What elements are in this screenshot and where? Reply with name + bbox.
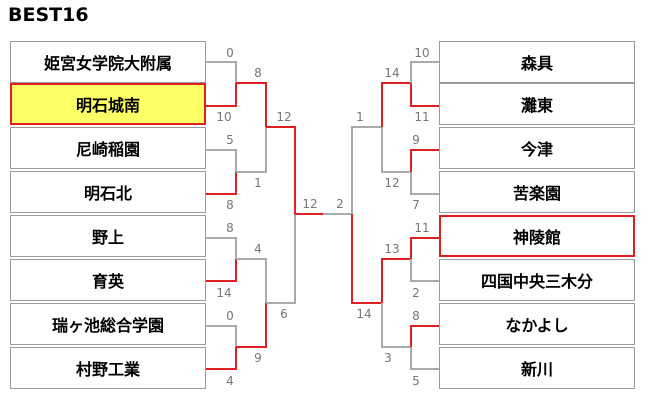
team-name: 森具 [520, 54, 553, 73]
score-label: 0 [226, 46, 234, 60]
score-label: 12 [384, 176, 400, 190]
score-label: 3 [384, 351, 392, 365]
team-left-4[interactable]: 明石北 [10, 171, 206, 213]
score-label: 10 [414, 46, 430, 60]
score-label: 14 [216, 286, 232, 300]
team-right-3[interactable]: 今津 [439, 127, 635, 169]
team-right-7[interactable]: なかよし [439, 303, 635, 345]
team-right-1[interactable]: 森具 [439, 41, 635, 83]
team-name: 明石北 [83, 184, 132, 203]
score-label: 14 [384, 66, 400, 80]
score-label: 9 [412, 133, 420, 147]
team-name: 苦楽園 [512, 184, 561, 203]
team-name: 野上 [91, 228, 124, 247]
team-right-8[interactable]: 新川 [439, 347, 635, 389]
team-name: 今津 [520, 140, 553, 159]
team-right-2[interactable]: 灘東 [439, 83, 635, 125]
score-label: 4 [254, 242, 262, 256]
team-left-8[interactable]: 村野工業 [10, 347, 206, 389]
score-label: 5 [412, 374, 420, 388]
team-left-5[interactable]: 野上 [10, 215, 206, 257]
score-label: 8 [226, 221, 234, 235]
team-name: 姫宮女学院大附属 [43, 54, 172, 73]
score-label: 10 [216, 110, 232, 124]
team-name: なかよし [505, 316, 569, 335]
final-score-right: 2 [336, 197, 344, 211]
team-name: 村野工業 [75, 360, 140, 379]
team-left-1[interactable]: 姫宮女学院大附属 [10, 41, 206, 83]
team-name: 明石城南 [75, 96, 140, 115]
team-left-7[interactable]: 瑞ヶ池総合学園 [10, 303, 206, 345]
team-name: 四国中央三木分 [480, 272, 593, 291]
score-label: 5 [226, 133, 234, 147]
score-label: 8 [226, 198, 234, 212]
score-label: 2 [412, 286, 420, 300]
team-right-4[interactable]: 苦楽園 [439, 171, 635, 213]
score-label: 14 [356, 307, 372, 321]
score-label: 6 [280, 307, 288, 321]
team-name: 灘東 [520, 96, 553, 115]
score-label: 1 [356, 110, 364, 124]
score-label: 12 [276, 110, 292, 124]
score-label: 1 [254, 176, 262, 190]
score-label: 13 [384, 242, 400, 256]
team-name: 新川 [520, 360, 553, 379]
team-name: 神陵館 [512, 228, 561, 247]
score-label: 9 [254, 351, 262, 365]
score-label: 8 [254, 66, 262, 80]
team-left-6[interactable]: 育英 [10, 259, 206, 301]
score-label: 0 [226, 309, 234, 323]
team-name: 瑞ヶ池総合学園 [51, 316, 164, 335]
final-score-left: 12 [302, 197, 318, 211]
score-label: 7 [412, 198, 420, 212]
score-label: 11 [414, 221, 430, 235]
page-title: BEST16 [8, 4, 89, 26]
team-right-6[interactable]: 四国中央三木分 [439, 259, 635, 301]
team-right-5[interactable]: 神陵館 [439, 215, 635, 257]
score-label: 8 [412, 309, 420, 323]
score-label: 11 [414, 110, 430, 124]
score-label: 4 [226, 374, 234, 388]
team-name: 尼崎稲園 [75, 140, 140, 159]
team-name: 育英 [91, 272, 124, 291]
team-left-2[interactable]: 明石城南 [10, 83, 206, 125]
team-left-3[interactable]: 尼崎稲園 [10, 127, 206, 169]
